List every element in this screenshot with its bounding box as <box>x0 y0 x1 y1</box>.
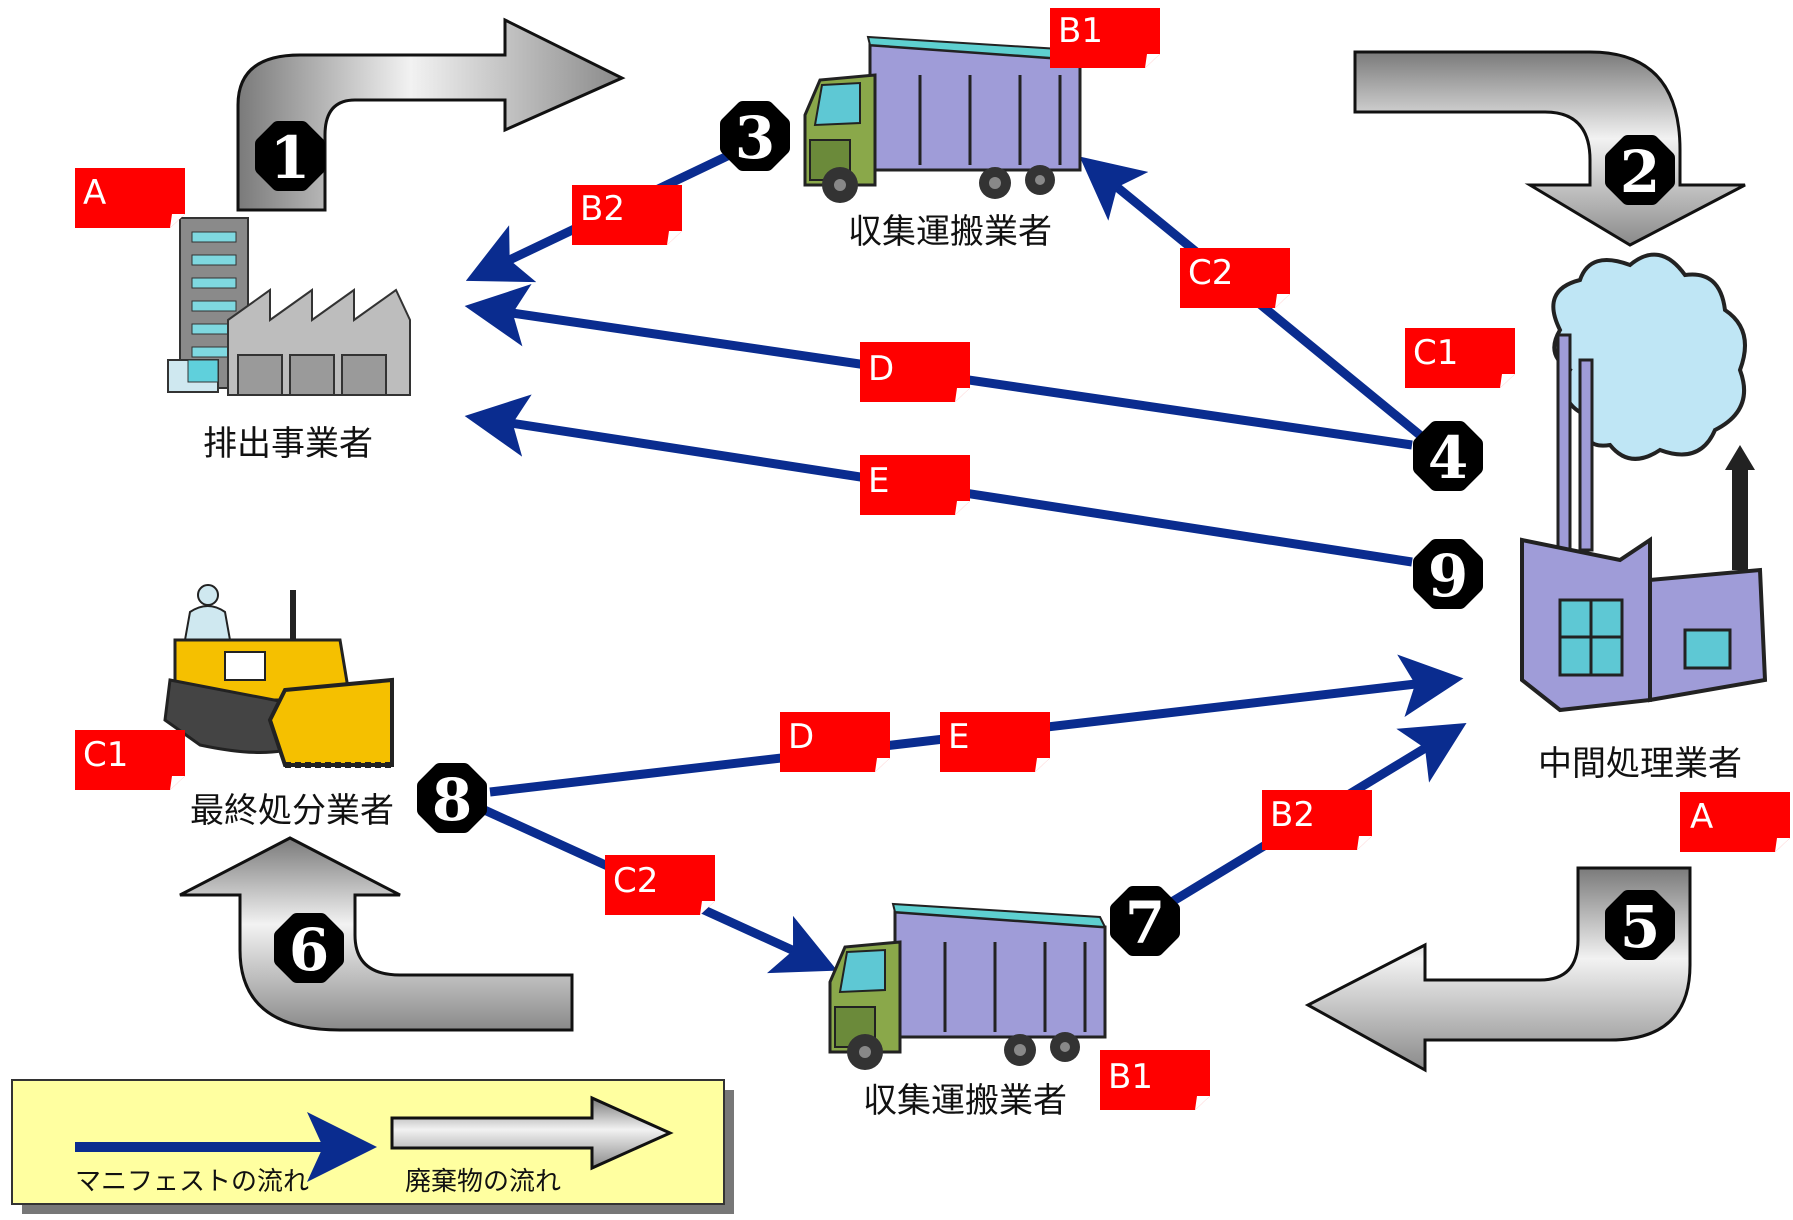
svg-text:B1: B1 <box>1058 11 1103 51</box>
svg-text:D: D <box>868 349 894 389</box>
tag-D-top: D <box>860 342 970 402</box>
tag-C2-top: C2 <box>1180 248 1290 308</box>
waste-arrow-1 <box>236 17 626 212</box>
collector-truck-icon-bottom <box>828 902 1107 1070</box>
legend-manifest-label: マニフェストの流れ <box>75 1167 309 1197</box>
waste-arrow-2 <box>1353 50 1746 247</box>
step-badge-8: 8 <box>417 763 487 834</box>
svg-text:B2: B2 <box>1270 795 1315 835</box>
step-badge-3: 3 <box>720 101 790 172</box>
svg-text:3: 3 <box>735 104 775 172</box>
step-badge-1: 1 <box>255 121 325 192</box>
svg-text:C1: C1 <box>1413 333 1458 373</box>
emitter-factory-icon <box>167 217 411 396</box>
collector-label-bottom: 収集運搬業者 <box>863 1081 1067 1121</box>
svg-text:C2: C2 <box>1188 253 1233 293</box>
svg-text:B1: B1 <box>1108 1057 1153 1097</box>
waste-arrows <box>179 17 1746 1073</box>
tag-C1-left: C1 <box>75 730 185 790</box>
svg-text:A: A <box>1690 797 1713 837</box>
svg-text:8: 8 <box>432 766 472 834</box>
tag-E-top: E <box>860 455 970 515</box>
svg-text:6: 6 <box>289 916 329 984</box>
step-badge-9: 9 <box>1413 539 1483 610</box>
svg-text:2: 2 <box>1620 138 1660 206</box>
tag-C1-right: C1 <box>1405 328 1515 388</box>
step-badge-6: 6 <box>274 913 344 984</box>
tag-C2-bottom: C2 <box>605 855 715 915</box>
svg-text:E: E <box>948 717 969 757</box>
collector-truck-icon-top <box>803 35 1082 203</box>
intermediate-label: 中間処理業者 <box>1538 744 1742 784</box>
tag-B1-top: B1 <box>1050 8 1160 68</box>
waste-arrow-5 <box>1304 866 1692 1073</box>
manifest-tags: A B1 B2 C2 C1 D E <box>75 8 1790 1110</box>
intermediate-plant-icon <box>1520 252 1768 713</box>
svg-text:E: E <box>868 461 889 501</box>
svg-text:9: 9 <box>1428 542 1468 610</box>
step-badge-2: 2 <box>1605 135 1675 206</box>
step-badge-4: 4 <box>1413 421 1483 492</box>
svg-text:C2: C2 <box>613 861 658 901</box>
legend: マニフェストの流れ 廃棄物の流れ <box>11 1079 734 1214</box>
tag-D-bottom: D <box>780 712 890 772</box>
svg-text:5: 5 <box>1620 893 1660 961</box>
tag-A-emitter: A <box>75 168 185 228</box>
collector-label-top: 収集運搬業者 <box>848 212 1052 252</box>
legend-waste-label: 廃棄物の流れ <box>405 1167 561 1197</box>
svg-text:B2: B2 <box>580 189 625 229</box>
final-disposal-label: 最終処分業者 <box>190 791 394 831</box>
svg-text:1: 1 <box>270 124 310 192</box>
tag-E-bottom: E <box>940 712 1050 772</box>
step-badges: 1 2 3 4 5 6 7 8 <box>255 101 1675 984</box>
svg-text:D: D <box>788 717 814 757</box>
svg-text:7: 7 <box>1125 889 1165 957</box>
tag-A-right: A <box>1680 792 1790 852</box>
svg-text:A: A <box>83 173 106 213</box>
svg-text:4: 4 <box>1428 424 1468 492</box>
tag-B2-top: B2 <box>572 185 682 245</box>
svg-text:C1: C1 <box>83 735 128 775</box>
tag-B1-bottom: B1 <box>1100 1050 1210 1110</box>
step-badge-5: 5 <box>1605 890 1675 961</box>
legend-waste-arrow-icon <box>390 1095 674 1171</box>
emitter-label: 排出事業者 <box>203 424 373 464</box>
final-disposal-bulldozer-icon <box>163 584 394 768</box>
tag-B2-bottom: B2 <box>1262 790 1372 850</box>
step-badge-7: 7 <box>1110 886 1180 957</box>
waste-arrow-6 <box>179 836 574 1032</box>
